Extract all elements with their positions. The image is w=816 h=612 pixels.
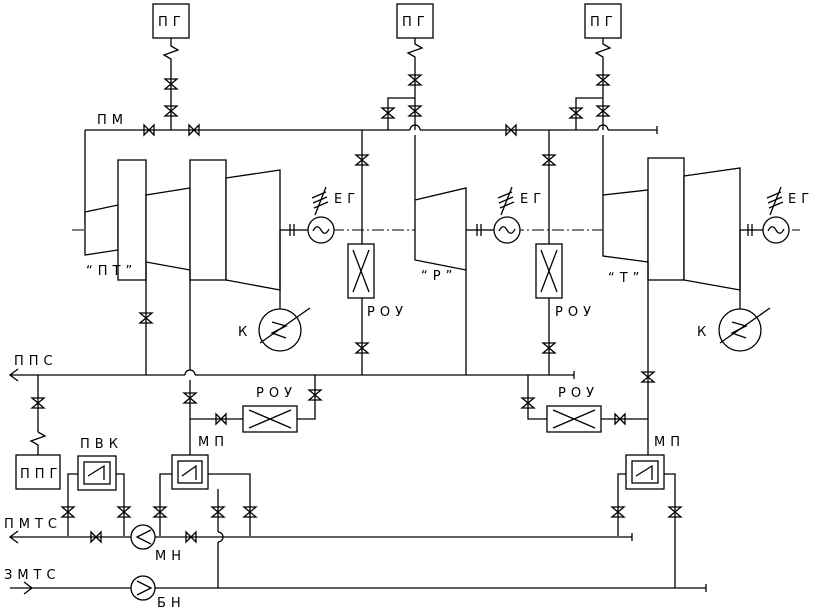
generator-3: ЕГ (752, 186, 814, 244)
label-k2: К (697, 325, 711, 340)
generator-1: ЕГ (294, 186, 360, 244)
turbine-pt: “ПТ” (84, 159, 295, 375)
rou-1: РОУ (347, 243, 408, 320)
main-steam-line: ПМ (84, 97, 658, 375)
condenser-1: К (238, 307, 311, 352)
zmts-line: ЗМТС (4, 568, 707, 595)
label-mn: МН (155, 549, 186, 564)
label-pg1: ПГ (158, 15, 186, 30)
label-mp1: МП (198, 435, 229, 450)
label-rou2: РОУ (555, 305, 596, 320)
mp-exchanger-1: МП (152, 435, 258, 588)
label-eg3: ЕГ (788, 192, 814, 207)
mp-exchanger-2: МП (610, 435, 685, 588)
label-turbine-pt: “ПТ” (86, 264, 137, 279)
label-eg2: ЕГ (520, 192, 546, 207)
steam-generator-1: ПГ (152, 3, 190, 130)
label-k1: К (238, 325, 252, 340)
label-rou1: РОУ (367, 305, 408, 320)
label-eg1: ЕГ (334, 192, 360, 207)
mn-pump: МН (130, 524, 186, 564)
label-pg3: ПГ (590, 15, 618, 30)
turbine-t: “Т” (602, 157, 753, 375)
label-rou3: РОУ (256, 386, 297, 401)
steam-generator-2: ПГ (396, 3, 434, 130)
condenser-2: К (697, 307, 771, 352)
label-rou4: РОУ (558, 386, 599, 401)
ppg-boiler: ППГ (15, 375, 62, 490)
label-bn: БН (157, 596, 186, 611)
rou-3: РОУ (182, 375, 323, 433)
label-pm: ПМ (97, 113, 128, 128)
bn-pump: БН (130, 575, 186, 611)
rou-2: РОУ (535, 243, 596, 320)
steam-generator-3: ПГ (584, 3, 622, 130)
pvk-boiler: ПВК (60, 437, 132, 536)
label-ppg: ППГ (20, 467, 62, 482)
label-turbine-r: “Р” (421, 269, 457, 284)
label-pmts: ПМТС (4, 517, 62, 532)
pps-header: ППС (8, 354, 649, 455)
generator-2: ЕГ (481, 186, 546, 244)
rou-4: РОУ (520, 371, 656, 433)
label-pg2: ПГ (402, 15, 430, 30)
turbine-r: “Р” (414, 187, 482, 375)
label-turbine-t: “Т” (608, 271, 644, 286)
label-pps: ППС (14, 354, 58, 369)
label-zmts: ЗМТС (4, 568, 61, 583)
label-pvk: ПВК (80, 437, 123, 452)
pmts-line: ПМТС (4, 517, 633, 544)
main-line-valves (143, 74, 611, 354)
label-mp2: МП (654, 435, 685, 450)
